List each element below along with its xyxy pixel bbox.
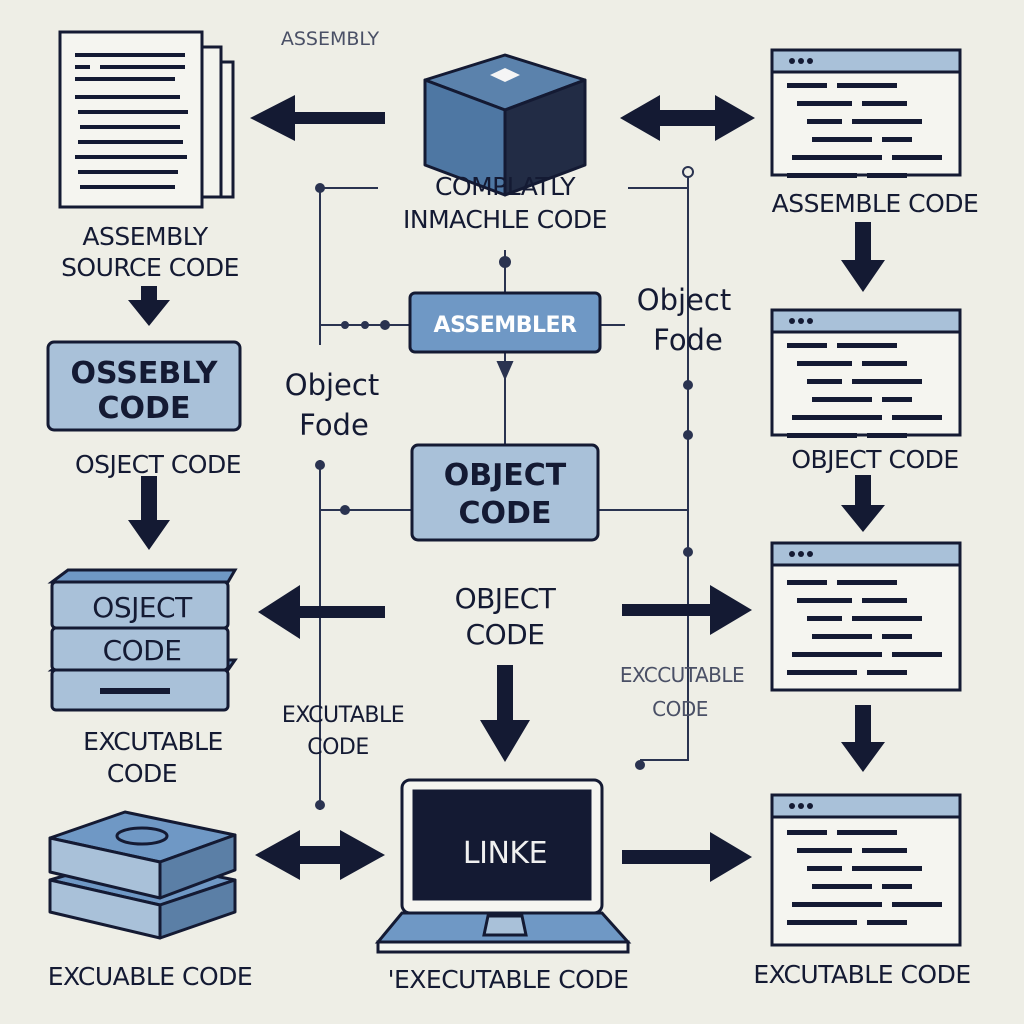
label-object-code-box-2: CODE — [459, 496, 552, 531]
arrow-left-icon — [250, 95, 385, 141]
label-excutable-left-2: CODE — [107, 759, 177, 788]
label-stack-1: OSJECT — [92, 591, 193, 624]
label-complatly-2: INMACHLE CODE — [403, 205, 607, 234]
connector-lines — [315, 166, 694, 810]
double-arrow-icon — [620, 95, 755, 141]
arrow-down-icon — [841, 705, 885, 772]
label-stack-2: CODE — [103, 634, 182, 667]
label-complatly-1: COMPLATLY — [435, 172, 576, 201]
arrow-down-icon — [128, 476, 170, 550]
arrow-down-icon — [128, 286, 170, 326]
label-ossebly-1: OSSEBLY — [71, 356, 219, 391]
double-arrow-icon — [255, 830, 385, 880]
label-excuable-code: EXCUABLE CODE — [48, 962, 252, 991]
label-excutable-mid-2: CODE — [307, 735, 369, 760]
label-object-code-right: OBJECT CODE — [791, 445, 958, 474]
arrow-down-icon — [841, 475, 885, 532]
label-object-fode-left-2: Fode — [299, 408, 369, 442]
label-exccutable-right-2: CODE — [652, 697, 708, 721]
label-object-code-center-1: OBJECT — [455, 582, 557, 615]
code-window-icon — [770, 308, 962, 438]
label-assemble-code: ASSEMBLE CODE — [772, 189, 979, 218]
server-stack-icon — [48, 810, 237, 940]
arrows — [128, 95, 885, 882]
arrow-left-icon — [258, 585, 385, 639]
label-object-code-box-1: OBJECT — [444, 458, 567, 493]
label-object-fode-left-1: Object — [285, 368, 379, 402]
ossebly-code-box — [46, 340, 242, 432]
label-assembly-source-2: SOURCE CODE — [61, 253, 239, 282]
code-window-icon — [770, 541, 962, 692]
arrow-right-icon — [622, 585, 752, 635]
label-linker: LINKE — [463, 836, 547, 871]
object-code-box — [410, 443, 600, 542]
label-assembler: ASSEMBLER — [434, 313, 577, 338]
label-executable-code-bottom: 'EXECUTABLE CODE — [388, 965, 629, 994]
code-window-icon — [770, 793, 962, 947]
label-excutable-code-right: EXCUTABLE CODE — [753, 960, 970, 989]
object-code-stack-icon — [47, 568, 238, 712]
label-object-code-center-2: CODE — [466, 618, 545, 651]
laptop-icon — [374, 778, 632, 954]
code-window-icon — [770, 48, 962, 178]
label-excutable-left-1: EXCUTABLE — [83, 727, 223, 756]
label-excutable-mid-1: EXCUTABLE — [282, 703, 404, 728]
label-object-fode-right-2: Fode — [653, 323, 723, 357]
label-assembly-source-1: ASSEMBLY — [82, 222, 208, 251]
label-ossebly-2: CODE — [98, 391, 191, 426]
arrow-down-icon — [480, 665, 530, 762]
label-object-fode-right-1: Object — [637, 283, 731, 317]
arrow-down-icon — [841, 222, 885, 292]
label-top-assembly: ASSEMBLY — [281, 28, 380, 50]
label-exccutable-right-1: EXCCUTABLE — [620, 663, 744, 687]
arrow-right-icon — [622, 832, 752, 882]
label-osject-code: OSJECT CODE — [75, 450, 241, 479]
cube-icon — [423, 53, 587, 197]
assembler-box — [408, 291, 602, 354]
document-stack-icon — [58, 30, 235, 209]
